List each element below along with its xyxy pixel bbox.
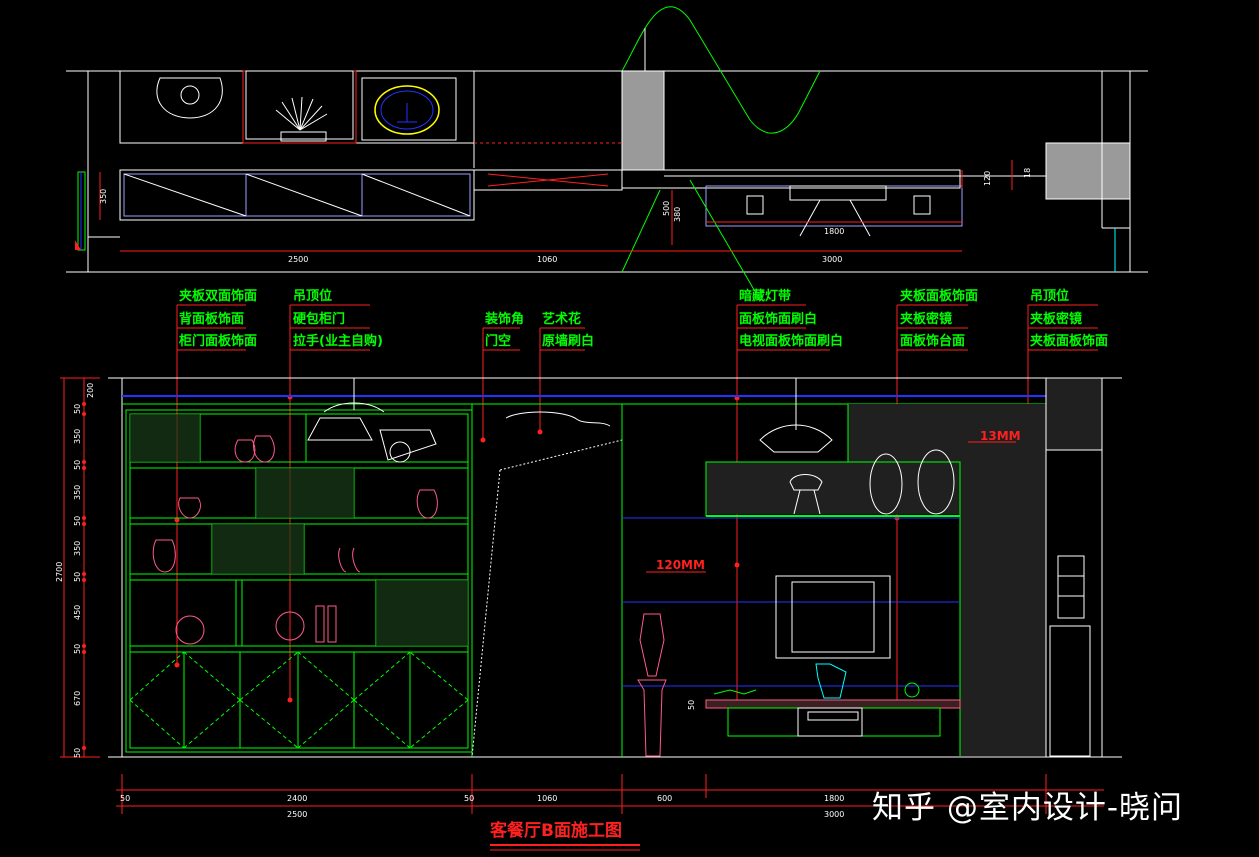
callout-13mm: 13MM: [980, 429, 1021, 443]
plan-dim-1060: 1060: [537, 255, 557, 264]
total-height-2700: 2700: [55, 562, 64, 582]
plan-dim-500: 500: [662, 201, 671, 216]
annotation-5-line1: 暗藏灯带: [739, 288, 791, 304]
annotation-1-line3: 柜门面板饰面: [178, 333, 257, 349]
left-dim-50: 50: [73, 404, 82, 414]
drawing-title: 客餐厅B面施工图: [489, 820, 622, 841]
plan-view: [66, 6, 1148, 301]
annotation-callouts: 夹板双面饰面 背面板饰面 柜门面板饰面 吊顶位 硬包柜门 拉手(业主自购) 装饰…: [174, 288, 1108, 708]
left-dim-50: 50: [73, 748, 82, 758]
left-dim-350: 350: [73, 485, 82, 500]
elevation-callouts: 13MM 120MM 50: [646, 429, 1021, 710]
plan-dim-350: 350: [99, 189, 108, 204]
left-dim-350: 350: [73, 429, 82, 444]
elevation-view: [108, 377, 1122, 758]
left-dim-50: 50: [73, 572, 82, 582]
annotation-3-line2: 门空: [485, 333, 511, 349]
plan-dim-1800: 1800: [824, 227, 844, 236]
plan-dim-18: 18: [1023, 168, 1032, 178]
bottom-dim-50-left: 50: [120, 794, 130, 803]
left-dim-200: 200: [86, 383, 95, 398]
annotation-6-line2: 夹板密镜: [900, 311, 952, 327]
annotation-6-line1: 夹板面板饰面: [900, 288, 978, 304]
bottom-dim-3000: 3000: [824, 810, 844, 819]
left-dim-50: 50: [73, 460, 82, 470]
annotation-2-line2: 硬包柜门: [293, 311, 345, 327]
bottom-dim-50-right: 50: [464, 794, 474, 803]
annotation-2-line1: 吊顶位: [293, 288, 332, 304]
bottom-dim-2500: 2500: [287, 810, 307, 819]
annotation-7-line3: 夹板面板饰面: [1030, 333, 1108, 349]
annotation-4-line2: 原墙刷白: [542, 333, 594, 349]
bottom-dim-600: 600: [657, 794, 672, 803]
annotation-6-line3: 面板饰台面: [900, 333, 965, 349]
drawing-title-block: 客餐厅B面施工图: [489, 820, 640, 851]
annotation-1-line1: 夹板双面饰面: [179, 288, 257, 304]
plan-dim-120: 120: [983, 171, 992, 186]
bottom-dim-1060: 1060: [537, 794, 557, 803]
annotation-5-line2: 面板饰面刷白: [739, 311, 817, 327]
bottom-dim-1800: 1800: [824, 794, 844, 803]
plan-dimensions: 2500 1060 3000 1800 350 500 380 120 18: [99, 160, 1032, 264]
plan-dim-2500: 2500: [288, 255, 308, 264]
plan-dim-3000: 3000: [822, 255, 842, 264]
annotation-2-line3: 拉手(业主自购): [293, 333, 383, 349]
left-dim-670: 670: [73, 691, 82, 706]
left-dim-450: 450: [73, 605, 82, 620]
left-dim-50: 50: [73, 516, 82, 526]
annotation-7-line1: 吊顶位: [1030, 288, 1069, 304]
bottom-dimension-chain: 50 2400 50 1060 600 1800 2500 3000: [116, 774, 1104, 819]
annotation-7-line2: 夹板密镜: [1030, 311, 1082, 327]
left-dim-350: 350: [73, 541, 82, 556]
annotation-4-line1: 艺术花: [542, 311, 581, 327]
shelf-dim-50: 50: [687, 700, 696, 710]
plan-dim-380: 380: [673, 207, 682, 222]
left-dim-50: 50: [73, 644, 82, 654]
annotation-3-line1: 装饰角: [484, 311, 524, 327]
annotation-5-line3: 电视面板饰面刷白: [739, 333, 843, 349]
callout-120mm: 120MM: [656, 558, 705, 572]
annotation-1-line2: 背面板饰面: [179, 311, 244, 327]
watermark: 知乎 @室内设计-晓问: [872, 790, 1184, 826]
left-dimension-chain: 200 50 350 50 350 50 350 50 450 50 670 5…: [55, 377, 100, 758]
bottom-dim-2400: 2400: [287, 794, 307, 803]
